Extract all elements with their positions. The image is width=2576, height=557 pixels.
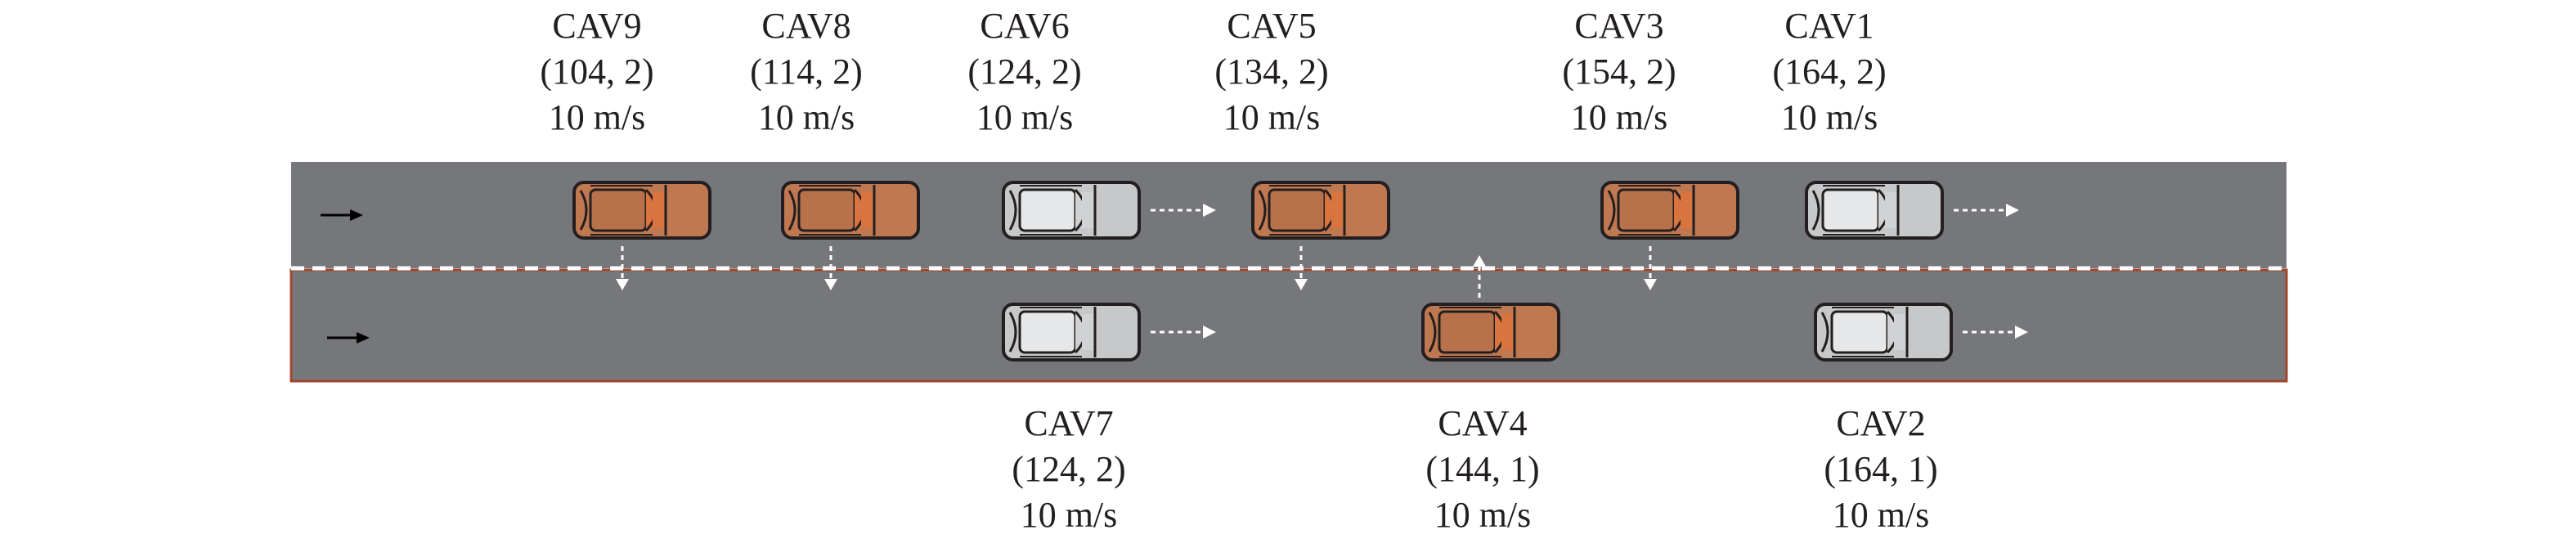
vehicle-speed: 10 m/s	[757, 97, 855, 137]
vehicle-cav7	[1002, 303, 1141, 362]
vehicle-name: CAV6	[980, 6, 1070, 46]
vehicle-position: (124, 2)	[967, 52, 1082, 92]
vehicles-layer	[572, 181, 1953, 362]
motion-arrow-cav2	[1963, 326, 2028, 339]
vehicle-name: CAV8	[761, 6, 851, 46]
label-cav3: CAV3 (154, 2) 10 m/s	[1513, 3, 1726, 141]
vehicle-cav2	[1814, 303, 1953, 362]
vehicle-name: CAV1	[1784, 6, 1874, 46]
vehicle-speed: 10 m/s	[1020, 495, 1118, 535]
vehicle-position: (154, 2)	[1562, 52, 1676, 92]
vehicle-cav5	[1251, 181, 1390, 240]
motion-arrows-layer	[616, 204, 2028, 339]
label-cav1: CAV1 (164, 2) 10 m/s	[1723, 3, 1936, 141]
label-cav2: CAV2 (164, 1) 10 m/s	[1775, 401, 1987, 538]
vehicle-cav6	[1002, 181, 1141, 240]
vehicle-position: (164, 2)	[1772, 52, 1887, 92]
vehicle-cav8	[781, 181, 920, 240]
vehicle-name: CAV2	[1836, 403, 1926, 443]
vehicle-speed: 10 m/s	[1832, 495, 1930, 535]
vehicle-name: CAV9	[552, 6, 642, 46]
vehicle-cav9	[572, 181, 711, 240]
direction-arrow-lower	[327, 332, 370, 344]
label-cav9: CAV9 (104, 2) 10 m/s	[491, 3, 703, 141]
vehicle-position: (144, 1)	[1425, 449, 1540, 489]
motion-arrow-cav1	[1954, 204, 2019, 217]
vehicle-speed: 10 m/s	[1780, 97, 1878, 137]
label-cav7: CAV7 (124, 2) 10 m/s	[963, 401, 1175, 538]
vehicle-speed: 10 m/s	[1434, 495, 1532, 535]
motion-arrow-cav3	[1644, 246, 1657, 290]
label-cav4: CAV4 (144, 1) 10 m/s	[1376, 401, 1589, 538]
motion-arrow-cav5	[1295, 246, 1308, 290]
vehicle-speed: 10 m/s	[1570, 97, 1668, 137]
vehicle-position: (104, 2)	[540, 52, 654, 92]
label-cav6: CAV6 (124, 2) 10 m/s	[918, 3, 1131, 141]
lower-lane	[289, 268, 2288, 383]
vehicle-speed: 10 m/s	[976, 97, 1074, 137]
vehicle-name: CAV5	[1227, 6, 1317, 46]
vehicle-speed: 10 m/s	[548, 97, 646, 137]
direction-arrow-upper	[321, 209, 363, 221]
vehicle-cav1	[1805, 181, 1944, 240]
vehicle-cav4	[1421, 303, 1560, 362]
motion-arrow-cav4	[1473, 255, 1486, 298]
vehicle-speed: 10 m/s	[1223, 97, 1321, 137]
vehicle-position: (164, 1)	[1824, 449, 1938, 489]
vehicle-position: (134, 2)	[1214, 52, 1329, 92]
label-cav8: CAV8 (114, 2) 10 m/s	[700, 3, 913, 141]
vehicle-name: CAV7	[1024, 403, 1114, 443]
vehicle-name: CAV3	[1574, 6, 1664, 46]
vehicle-cav3	[1600, 181, 1739, 240]
vehicle-position: (124, 2)	[1012, 449, 1126, 489]
motion-arrow-cav7	[1151, 326, 1216, 339]
label-cav5: CAV5 (134, 2) 10 m/s	[1165, 3, 1378, 141]
vehicle-name: CAV4	[1438, 403, 1528, 443]
motion-arrow-cav8	[824, 246, 837, 290]
vehicle-position: (114, 2)	[750, 52, 863, 92]
motion-arrow-cav9	[616, 246, 629, 290]
motion-arrow-cav6	[1151, 204, 1216, 217]
